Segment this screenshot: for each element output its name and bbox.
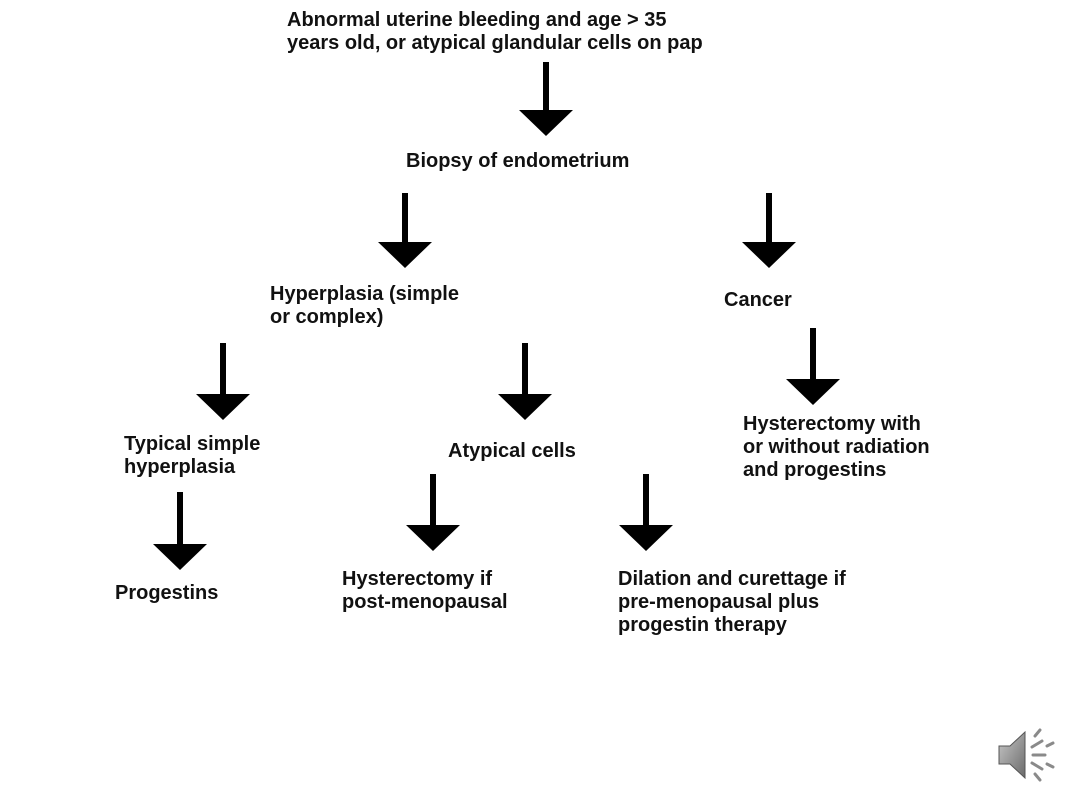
node-line: pre-menopausal plus (618, 591, 820, 613)
node-line: Biopsy of endometrium (406, 150, 630, 172)
node-dilation-curettage: Dilation and curettage if pre-menopausal… (618, 568, 846, 637)
arrow-biopsy-to-cancer (742, 193, 796, 268)
node-cancer: Cancer (724, 289, 792, 312)
node-progestins: Progestins (115, 582, 218, 605)
node-hysterectomy-post-menopausal: Hysterectomy if post-menopausal (342, 568, 508, 614)
arrow-root-to-biopsy (519, 62, 573, 136)
node-line: Abnormal uterine bleeding and age > 35 (287, 9, 667, 31)
arrow-atypical-to-dilation (619, 474, 673, 551)
node-line: years old, or atypical glandular cells o… (287, 32, 703, 54)
node-typical-simple-hyperplasia: Typical simple hyperplasia (124, 433, 260, 479)
arrow-typical-to-progestins (153, 492, 207, 570)
node-line: Progestins (115, 582, 219, 604)
arrow-atypical-to-hysterectomy (406, 474, 460, 551)
node-line: or complex) (270, 306, 384, 328)
node-line: or without radiation (743, 436, 930, 458)
node-line: post-menopausal (342, 591, 508, 613)
node-cancer-treatment: Hysterectomy with or without radiation a… (743, 413, 930, 482)
node-line: Dilation and curettage if (618, 568, 846, 590)
node-line: Hysterectomy if (342, 568, 493, 590)
node-atypical-cells: Atypical cells (448, 440, 576, 463)
speaker-icon[interactable] (995, 727, 1057, 783)
node-line: and progestins (743, 459, 887, 481)
node-line: Hysterectomy with (743, 413, 921, 435)
node-abnormal-bleeding: Abnormal uterine bleeding and age > 35 y… (287, 9, 703, 55)
arrow-hyperplasia-to-atypical (498, 343, 552, 420)
arrow-hyperplasia-to-typical (196, 343, 250, 420)
node-line: progestin therapy (618, 614, 787, 636)
node-line: Atypical cells (448, 440, 576, 462)
arrow-biopsy-to-hyperplasia (378, 193, 432, 268)
arrow-cancer-to-treatment (786, 328, 840, 405)
node-biopsy: Biopsy of endometrium (406, 150, 629, 173)
node-line: Cancer (724, 289, 792, 311)
node-line: Hyperplasia (simple (270, 283, 459, 305)
node-hyperplasia: Hyperplasia (simple or complex) (270, 283, 459, 329)
node-line: Typical simple (124, 433, 261, 455)
node-line: hyperplasia (124, 456, 236, 478)
